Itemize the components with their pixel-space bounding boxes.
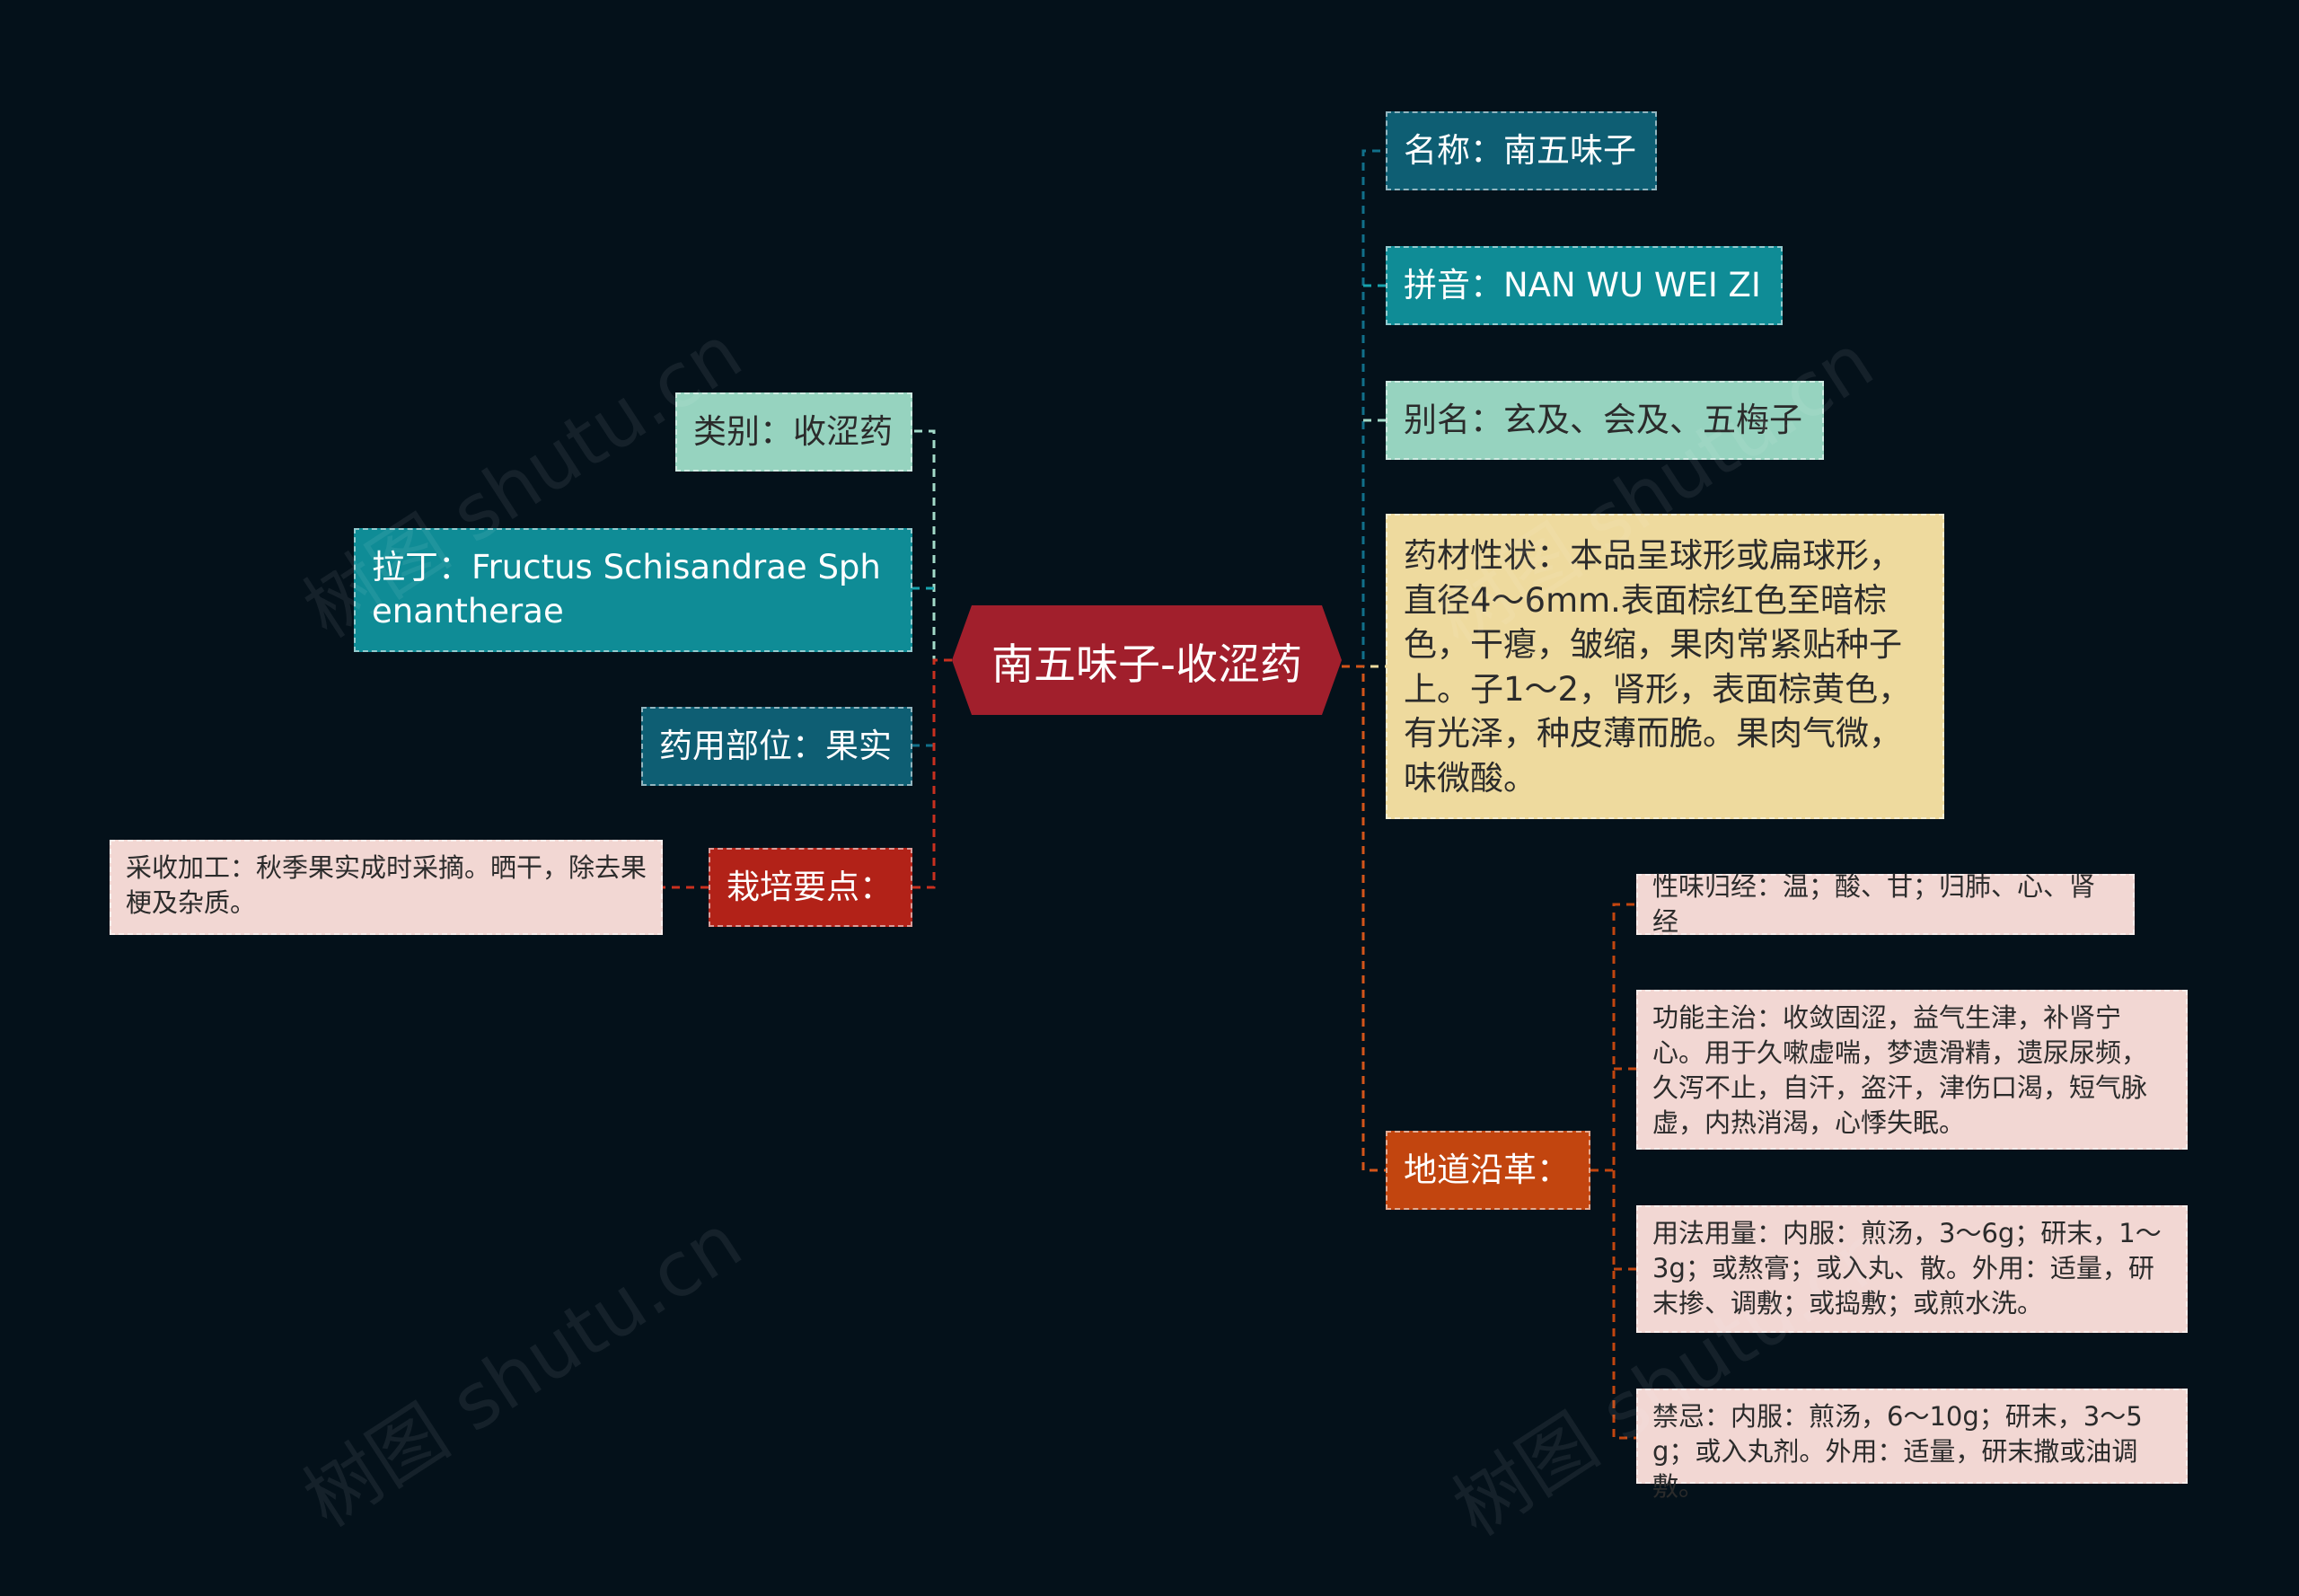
node-function[interactable]: 功能主治：收敛固涩，益气生津，补肾宁心。用于久嗽虚喘，梦遗滑精，遗尿尿频，久泻不…: [1636, 990, 2188, 1150]
node-latin-label: 拉丁：Fructus Schisandrae Sphenantherae: [372, 548, 881, 630]
node-alias[interactable]: 别名：玄及、会及、五梅子: [1386, 381, 1824, 460]
root-topic-label: 南五味子-收涩药: [991, 639, 1302, 690]
node-pinyin[interactable]: 拼音：NAN WU WEI ZI: [1386, 246, 1783, 325]
link-root-to-cultivation: [912, 658, 952, 889]
node-cultivation-label: 栽培要点：: [727, 867, 893, 906]
node-traits[interactable]: 药材性状：本品呈球形或扁球形，直径4～6mm.表面棕红色至暗棕色，干瘪，皱缩，果…: [1386, 514, 1944, 819]
node-latin[interactable]: 拉丁：Fructus Schisandrae Sphenantherae: [354, 528, 912, 652]
node-alias-label: 别名：玄及、会及、五梅子: [1404, 400, 1802, 439]
node-taboo-label: 禁忌：内服：煎汤，6～10g；研末，3～5g；或入丸剂。外用：适量，研末撒或油调…: [1652, 1401, 2143, 1502]
node-origin[interactable]: 地道沿革：: [1386, 1131, 1590, 1210]
node-category[interactable]: 类别：收涩药: [675, 392, 912, 472]
node-cultivation[interactable]: 栽培要点：: [709, 848, 912, 927]
node-function-label: 功能主治：收敛固涩，益气生津，补肾宁心。用于久嗽虚喘，梦遗滑精，遗尿尿频，久泻不…: [1652, 1002, 2148, 1138]
node-processing-label: 采收加工：秋季果实成时采摘。晒干，除去果梗及杂质。: [126, 852, 647, 918]
node-taboo[interactable]: 禁忌：内服：煎汤，6～10g；研末，3～5g；或入丸剂。外用：适量，研末撒或油调…: [1636, 1389, 2188, 1502]
node-part-label: 药用部位：果实: [659, 726, 892, 765]
node-name-label: 名称：南五味子: [1404, 130, 1636, 170]
root-topic[interactable]: 南五味子-收涩药: [952, 605, 1342, 715]
node-category-label: 类别：收涩药: [693, 411, 893, 451]
link-root-to-name: [1342, 149, 1386, 668]
node-pinyin-label: 拼音：NAN WU WEI ZI: [1404, 265, 1761, 304]
node-part[interactable]: 药用部位：果实: [641, 707, 912, 786]
link-origin-to-nature: [1590, 903, 1636, 1172]
link-root-to-category: [912, 429, 952, 662]
node-usage[interactable]: 用法用量：内服：煎汤，3～6g；研末，1～3g；或熬膏；或入丸、散。外用：适量，…: [1636, 1205, 2188, 1333]
node-nature[interactable]: 性味归经：温；酸、甘；归肺、心、肾经: [1636, 871, 2135, 937]
link-origin-to-taboo: [1612, 1170, 1636, 1440]
node-nature-label: 性味归经：温；酸、甘；归肺、心、肾经: [1652, 871, 2096, 937]
node-usage-label: 用法用量：内服：煎汤，3～6g；研末，1～3g；或熬膏；或入丸、散。外用：适量，…: [1652, 1218, 2162, 1318]
node-processing[interactable]: 采收加工：秋季果实成时采摘。晒干，除去果梗及杂质。: [110, 840, 663, 935]
node-origin-label: 地道沿革：: [1404, 1150, 1570, 1189]
link-root-to-origin: [1342, 665, 1386, 1172]
node-name[interactable]: 名称：南五味子: [1386, 111, 1657, 190]
node-traits-label: 药材性状：本品呈球形或扁球形，直径4～6mm.表面棕红色至暗棕色，干瘪，皱缩，果…: [1404, 536, 1912, 798]
